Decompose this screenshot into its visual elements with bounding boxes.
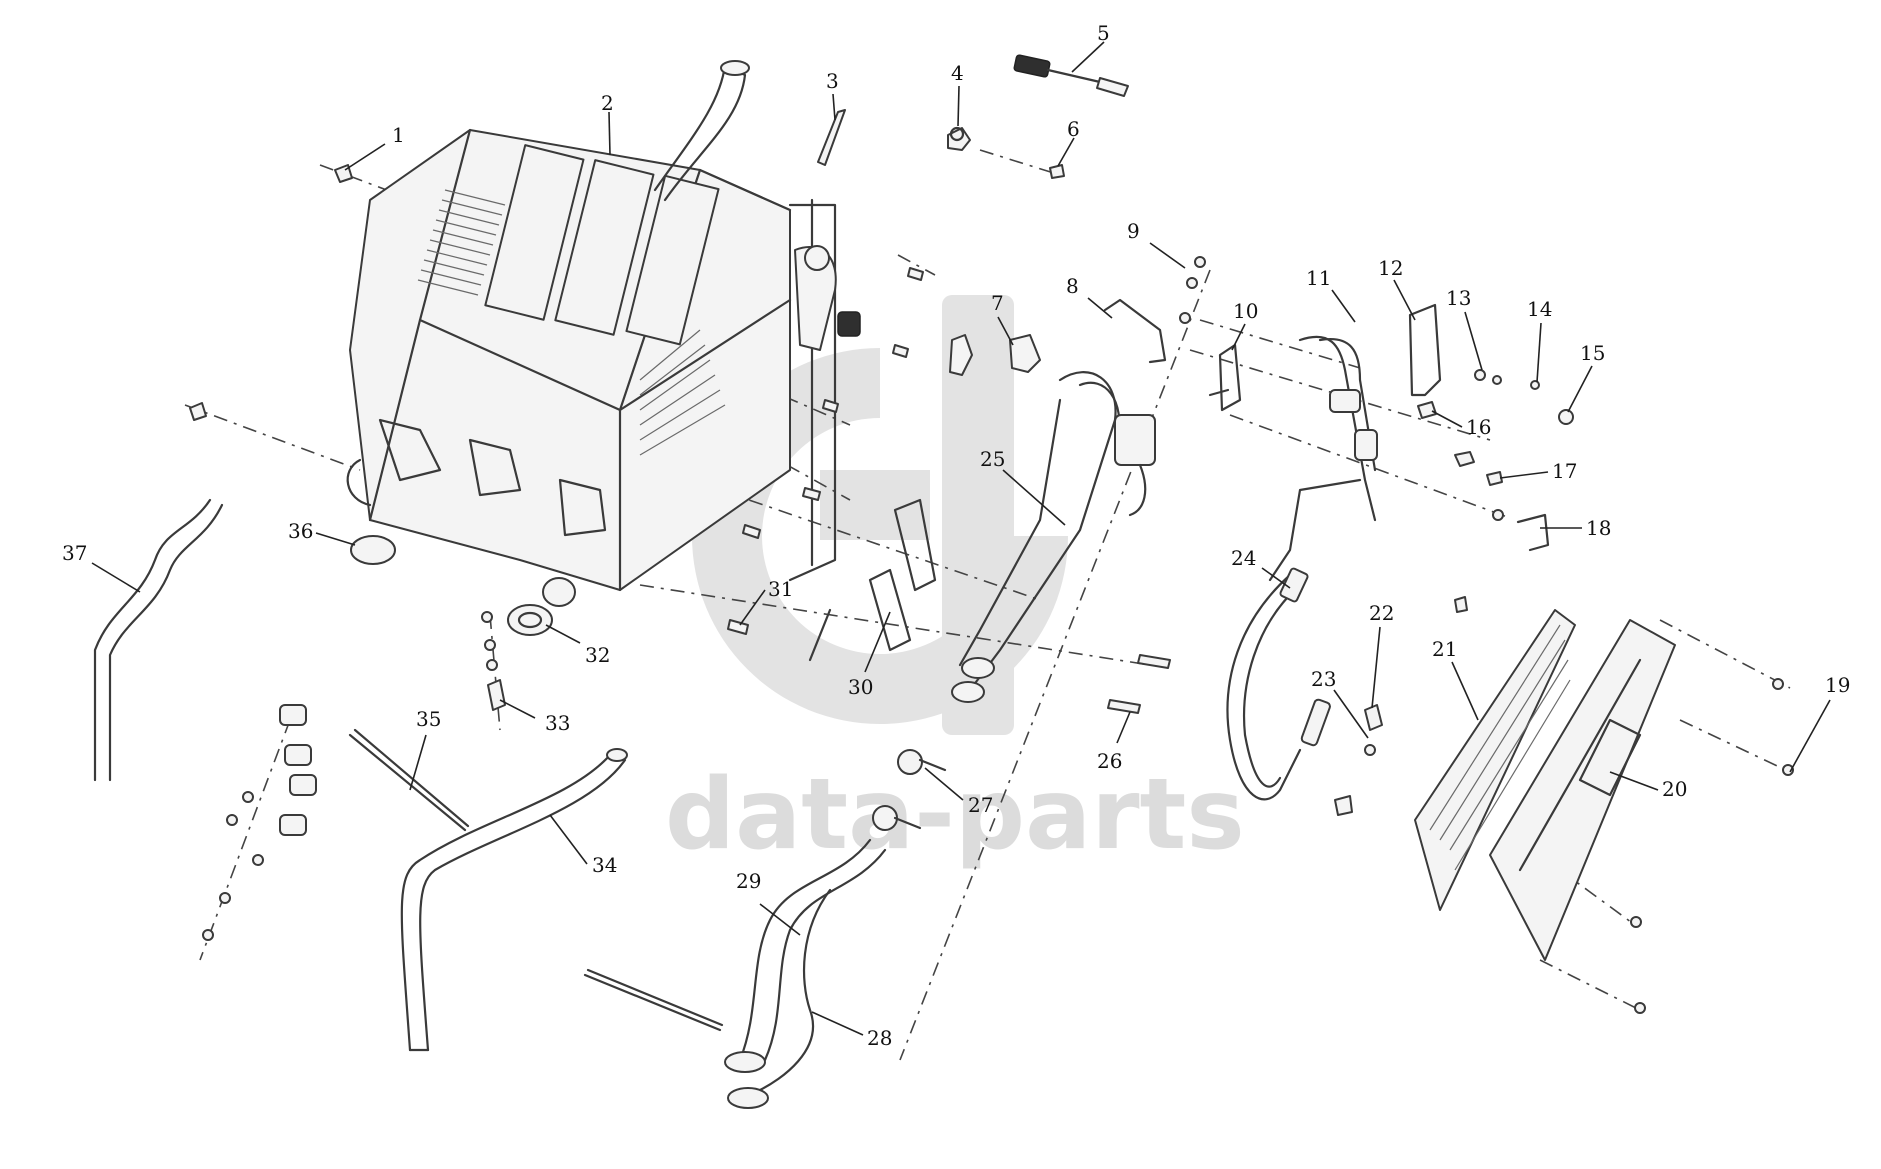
callout-25: 25 — [980, 447, 1005, 471]
part-7-clips — [949, 334, 1041, 376]
callout-29: 29 — [736, 869, 761, 893]
leader-lines — [91, 41, 1831, 1036]
part-22-clip — [1364, 596, 1468, 756]
part-1-fastener — [334, 164, 353, 183]
callout-36: 36 — [288, 519, 313, 543]
part-10-bracket — [1208, 343, 1242, 412]
part-26-bolts — [1107, 654, 1171, 714]
callout-12: 12 — [1378, 256, 1403, 280]
part-tie-lower — [583, 968, 724, 1032]
callout-33: 33 — [545, 711, 570, 735]
callout-14: 14 — [1527, 297, 1552, 321]
callout-13: 13 — [1446, 286, 1471, 310]
callout-5: 5 — [1097, 21, 1110, 45]
callout-16: 16 — [1466, 415, 1491, 439]
part-left-fastener — [189, 402, 207, 421]
callout-31: 31 — [768, 577, 793, 601]
part-25-pipe — [951, 371, 1156, 703]
callout-labels: 1 2 3 4 5 6 7 8 9 10 11 12 13 14 15 16 1… — [62, 21, 1850, 1050]
part-36-grommet — [350, 535, 396, 565]
part-15-nut — [1558, 409, 1574, 425]
part-13-nut — [1474, 369, 1502, 385]
callout-30: 30 — [848, 675, 873, 699]
callout-28: 28 — [867, 1026, 892, 1050]
callout-2: 2 — [601, 91, 614, 115]
callout-18: 18 — [1586, 516, 1611, 540]
part-17-fitting — [1454, 451, 1503, 486]
part-34-hose — [400, 748, 628, 1052]
callout-26: 26 — [1097, 749, 1122, 773]
part-31-bolts — [727, 267, 924, 635]
part-35-tie — [348, 728, 470, 832]
part-3-strip — [817, 109, 846, 166]
callout-9: 9 — [1127, 219, 1140, 243]
callout-10: 10 — [1233, 299, 1258, 323]
callout-1: 1 — [392, 123, 405, 147]
callout-7: 7 — [991, 291, 1004, 315]
hvac-housing — [346, 60, 861, 592]
part-33-clip — [481, 611, 506, 711]
part-6-screw — [1049, 164, 1065, 179]
part-37-hose — [93, 498, 224, 782]
part-27-clamps — [872, 749, 947, 831]
part-28-29-pipe — [724, 838, 887, 1109]
part-32-grommets — [507, 577, 576, 636]
callout-23: 23 — [1311, 667, 1336, 691]
part-16-fitting — [1417, 401, 1437, 419]
part-8-bracket — [1103, 298, 1167, 364]
part-19-screws — [1630, 678, 1794, 1014]
callout-35: 35 — [416, 707, 441, 731]
callout-3: 3 — [826, 69, 839, 93]
callout-37: 37 — [62, 541, 87, 565]
part-4-clip — [947, 126, 971, 151]
part-left-clips — [202, 704, 317, 941]
watermark-logo: data-parts — [665, 295, 1245, 872]
callout-27: 27 — [968, 793, 993, 817]
watermark-text: data-parts — [665, 758, 1245, 872]
callout-15: 15 — [1580, 341, 1605, 365]
callout-11: 11 — [1306, 266, 1331, 290]
callout-17: 17 — [1552, 459, 1577, 483]
part-18-bracket — [1492, 509, 1550, 552]
callout-32: 32 — [585, 643, 610, 667]
callout-20: 20 — [1662, 777, 1687, 801]
callout-22: 22 — [1369, 601, 1394, 625]
part-23-fitting — [1300, 698, 1353, 816]
part-9-screws — [1179, 256, 1206, 324]
callout-8: 8 — [1066, 274, 1079, 298]
callout-34: 34 — [592, 853, 617, 877]
part-11-pipe-assembly — [1268, 335, 1378, 582]
callout-4: 4 — [951, 61, 964, 85]
callout-6: 6 — [1067, 117, 1080, 141]
part-24-hose — [1226, 567, 1309, 801]
part-12-plate — [1408, 303, 1442, 397]
callout-21: 21 — [1432, 637, 1457, 661]
callout-19: 19 — [1825, 673, 1850, 697]
part-21-filter — [1414, 609, 1576, 911]
part-5-sensor — [1013, 54, 1129, 97]
callout-24: 24 — [1231, 546, 1256, 570]
part-20-cover — [1489, 619, 1676, 961]
part-14-nut — [1530, 380, 1540, 390]
